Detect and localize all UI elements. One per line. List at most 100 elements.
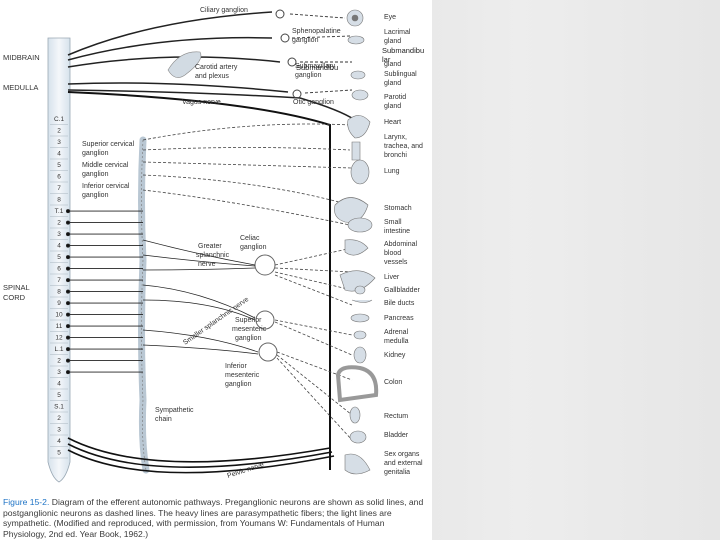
segment-label-0: C.1 — [54, 116, 65, 123]
segment-label-2: 3 — [57, 139, 61, 146]
label-superior-mesenteric-2: mesenteric — [232, 326, 267, 333]
segment-label-16: 9 — [57, 300, 61, 307]
segment-label-13: 6 — [57, 266, 61, 273]
label-lacrimal-2: gland — [384, 38, 401, 45]
label-larynx-2: trachea, and — [384, 143, 423, 150]
label-medulla: MEDULLA — [3, 83, 38, 92]
segment-label-10: 3 — [57, 231, 61, 238]
label-parotid-1: Parotid — [384, 94, 406, 101]
label-inferior-cervical-1: Inferior cervical — [82, 183, 130, 190]
organ-shapes — [334, 9, 379, 475]
segment-label-3: 4 — [57, 151, 61, 158]
overlay-submandibu-1b: lar — [382, 55, 391, 64]
segment-label-24: 5 — [57, 392, 61, 399]
label-rectum: Rectum — [384, 413, 408, 420]
segment-label-6: 7 — [57, 185, 61, 192]
label-kidney: Kidney — [384, 352, 406, 359]
label-middle-cervical-2: ganglion — [82, 171, 109, 178]
outflow-dot — [66, 312, 71, 317]
label-pancreas: Pancreas — [384, 315, 414, 322]
caption-text: Diagram of the efferent autonomic pathwa… — [3, 497, 424, 539]
label-small-intestine-2: intestine — [384, 228, 410, 235]
label-adrenal-1: Adrenal — [384, 329, 409, 336]
label-middle-cervical-1: Middle cervical — [82, 162, 129, 169]
label-sublingual-1: Sublingual — [384, 71, 417, 78]
segment-label-26: 2 — [57, 415, 61, 422]
label-small-intestine-1: Small — [384, 219, 402, 226]
label-abdominal-2: blood — [384, 250, 401, 257]
outflow-dot — [66, 232, 71, 237]
segment-label-8: T.1 — [55, 208, 64, 215]
outflow-dot — [66, 335, 71, 340]
segment-label-12: 5 — [57, 254, 61, 261]
label-parotid-2: gland — [384, 103, 401, 110]
label-midbrain: MIDBRAIN — [3, 53, 40, 62]
label-liver: Liver — [384, 274, 400, 281]
spinal-cord — [47, 37, 71, 483]
label-spinal: SPINAL — [3, 283, 30, 292]
label-carotid-1: Carotid artery — [195, 64, 238, 71]
segment-label-4: 5 — [57, 162, 61, 169]
label-adrenal-2: medulla — [384, 338, 409, 345]
label-cord: CORD — [3, 293, 26, 302]
label-submaxillary-1: Submaxillary — [295, 63, 336, 70]
segment-label-22: 3 — [57, 369, 61, 376]
label-abdominal-3: vessels — [384, 259, 408, 266]
label-colon: Colon — [384, 379, 402, 386]
segment-label-25: S.1 — [54, 404, 64, 411]
sympathetic-chain — [138, 136, 150, 474]
label-sympathetic-chain-1: Sympathetic — [155, 407, 194, 414]
outflow-dot — [66, 255, 71, 260]
label-greater-splanchnic-3: nerve — [198, 261, 216, 268]
label-inferior-mesenteric-2: mesenteric — [225, 372, 260, 379]
segment-label-5: 6 — [57, 174, 61, 181]
label-greater-splanchnic-2: splanchnic — [196, 252, 230, 259]
segment-label-29: 5 — [57, 450, 61, 457]
label-celiac-2: ganglion — [240, 244, 267, 251]
vagus-nerve — [67, 91, 331, 470]
label-larynx-1: Larynx, — [384, 134, 407, 141]
label-inferior-mesenteric-1: Inferior — [225, 363, 247, 370]
segment-label-28: 4 — [57, 438, 61, 445]
empty-side-panel — [432, 0, 720, 540]
outflow-dot — [66, 370, 71, 375]
segment-label-21: 2 — [57, 358, 61, 365]
cranial-outflow — [67, 11, 356, 121]
outflow-dot — [66, 289, 71, 294]
label-superior-mesenteric-3: ganglion — [235, 335, 262, 342]
segment-label-27: 3 — [57, 427, 61, 434]
overlay-submandibu-2: Submandibu — [296, 63, 339, 72]
label-sex-organs-2: and external — [384, 460, 423, 467]
label-sphenopalatine-2: ganglion — [292, 37, 319, 44]
segment-label-1: 2 — [57, 128, 61, 135]
label-larynx-3: bronchi — [384, 152, 407, 159]
segment-label-11: 4 — [57, 243, 61, 250]
label-ciliary-ganglion: Ciliary ganglion — [200, 7, 248, 14]
carotid-plexus — [167, 51, 202, 78]
label-submaxillary-2: ganglion — [295, 72, 322, 79]
outflow-dot — [66, 220, 71, 225]
caption-label: Figure 15-2. — [3, 497, 50, 507]
segment-label-14: 7 — [57, 277, 61, 284]
cranial-postganglionic — [289, 13, 353, 94]
segment-label-15: 8 — [57, 289, 61, 296]
segment-label-7: 8 — [57, 197, 61, 204]
label-submandibular-gland: gland — [384, 61, 401, 68]
label-stomach: Stomach — [384, 205, 412, 212]
label-greater-splanchnic-1: Greater — [198, 243, 222, 250]
splanchnic-lines — [142, 239, 259, 355]
label-abdominal-1: Abdominal — [384, 241, 418, 248]
segment-label-19: 12 — [55, 335, 63, 342]
label-gallbladder: Gallbladder — [384, 287, 420, 294]
label-lung: Lung — [384, 168, 400, 175]
label-vagus: Vagus nerve — [182, 99, 221, 106]
label-sphenopalatine-1: Sphenopalatine — [292, 28, 341, 35]
outflow-dot — [66, 278, 71, 283]
label-otic-ganglion: Otic ganglion — [293, 99, 334, 106]
thoracolumbar-preganglionic — [66, 209, 143, 375]
label-sex-organs-1: Sex organs — [384, 451, 420, 458]
label-superior-mesenteric-1: Superior — [235, 317, 262, 324]
label-inferior-mesenteric-3: ganglion — [225, 381, 252, 388]
outflow-dot — [66, 301, 71, 306]
